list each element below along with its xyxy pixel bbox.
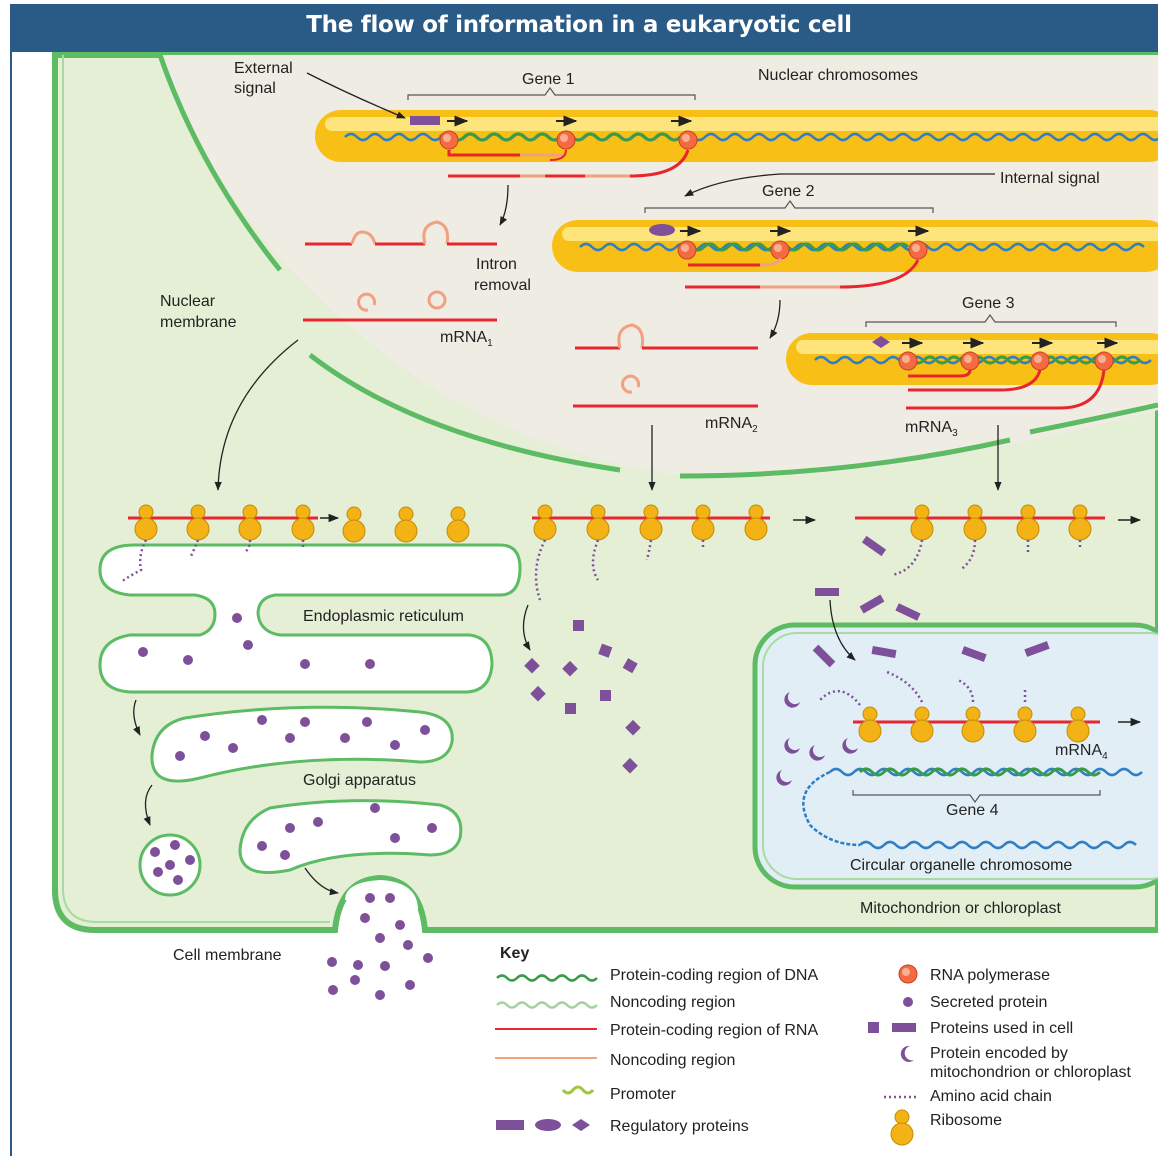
endoplasmic-reticulum [98, 543, 522, 694]
proteins-used-in-cell-icon [868, 1022, 916, 1033]
cell-membrane-label: Cell membrane [173, 947, 282, 964]
nuclear-membrane-label-2: membrane [160, 314, 237, 331]
promoter-icon [561, 1085, 595, 1095]
chromosome-1 [315, 110, 1158, 178]
golgi-apparatus [150, 705, 463, 874]
cytoplasm-proteins [524, 535, 1050, 774]
rna-polymerase-icon [898, 964, 918, 984]
external-signal-label-2: signal [234, 80, 276, 97]
gene3-label: Gene 3 [962, 295, 1015, 312]
key-proteins-used-label: Proteins used in cell [930, 1020, 1073, 1037]
key-organelle-protein-label-2: mitochondrion or chloroplast [930, 1064, 1132, 1081]
key-dna-noncoding-label: Noncoding region [610, 994, 735, 1011]
secreted-protein-icon [903, 997, 913, 1007]
mitochondrion-or-chloroplast [752, 622, 1158, 890]
organelle-proteins [776, 692, 858, 786]
key-regulatory-proteins-label: Regulatory proteins [610, 1118, 749, 1135]
mrna2-ribosomes [532, 504, 817, 601]
gene4-label: Gene 4 [946, 802, 999, 819]
key-title: Key [500, 945, 529, 962]
golgi-label: Golgi apparatus [303, 772, 416, 789]
nuclear-chromosomes-label: Nuclear chromosomes [758, 67, 918, 84]
mrna1-label: mRNA1 [440, 329, 493, 349]
mrna4-ribosomes [819, 670, 1142, 743]
dna-coding-icon [496, 974, 598, 982]
mrna2-label: mRNA2 [705, 415, 758, 435]
key-rna-polymerase-label: RNA polymerase [930, 967, 1050, 984]
secreted-proteins [138, 613, 437, 1000]
organelle-chromosome-label: Circular organelle chromosome [850, 857, 1072, 874]
organelle-label: Mitochondrion or chloroplast [860, 900, 1062, 917]
frame-left-rule [10, 52, 12, 1156]
key-organelle-protein-label-1: Protein encoded by [930, 1045, 1068, 1062]
gene1-label: Gene 1 [522, 71, 575, 88]
intron-removal-label-1: Intron [476, 256, 517, 273]
organelle-protein-icon [900, 1045, 914, 1062]
chromosome-3 [786, 333, 1158, 410]
key: Key Protein-coding region of DNA Noncodi… [495, 945, 1132, 1146]
external-signal-label-1: External [234, 60, 293, 77]
er-label: Endoplasmic reticulum [303, 608, 464, 625]
dna-noncoding-icon [496, 1001, 598, 1009]
mrna1-ribosomes [120, 504, 470, 584]
key-amino-acid-chain-label: Amino acid chain [930, 1088, 1052, 1105]
regulatory-protein [410, 116, 440, 125]
mrna4-label: mRNA4 [1055, 742, 1108, 762]
nuclear-membrane [157, 54, 282, 272]
title-bar [10, 4, 1158, 52]
mrna3-ribosomes [855, 504, 1142, 577]
key-dna-coding-label: Protein-coding region of DNA [610, 967, 818, 984]
key-promoter-label: Promoter [610, 1086, 676, 1103]
regulatory-proteins-icon [496, 1119, 590, 1131]
diagram-title: The flow of information in a eukaryotic … [306, 12, 852, 38]
key-rna-coding-label: Protein-coding region of RNA [610, 1022, 818, 1039]
gene2-label: Gene 2 [762, 183, 815, 200]
intron-removal-label-2: removal [474, 277, 531, 294]
nuclear-membrane-label-1: Nuclear [160, 293, 216, 310]
ribosome-icon [890, 1109, 914, 1146]
mrna3-label: mRNA3 [905, 419, 958, 439]
chromosome-2 [552, 220, 1158, 289]
key-secreted-protein-label: Secreted protein [930, 994, 1047, 1011]
key-ribosome-label: Ribosome [930, 1112, 1002, 1129]
key-rna-noncoding-label: Noncoding region [610, 1052, 735, 1069]
circular-organelle-chromosome [802, 767, 1143, 850]
internal-signal-label: Internal signal [1000, 170, 1100, 187]
